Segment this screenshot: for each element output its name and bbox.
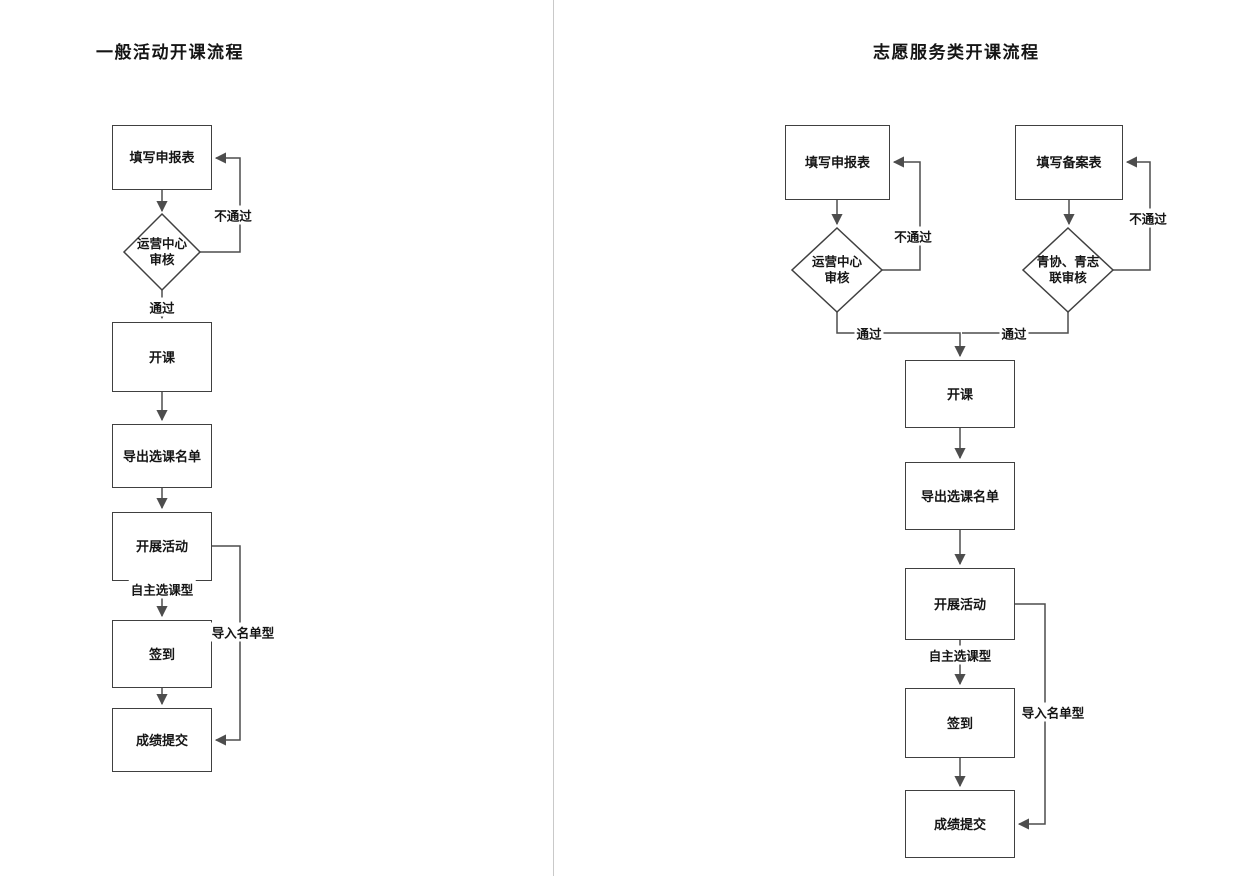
node-left-start-course: 开课 (112, 322, 212, 392)
node-right-fill-record: 填写备案表 (1015, 125, 1123, 200)
edge-left-fail-feedback (200, 152, 241, 253)
edge-label-left-fail: 不通过 (212, 205, 254, 225)
node-right-carry-out: 开展活动 (905, 568, 1015, 640)
node-left-fill-application: 填写申报表 (112, 125, 212, 190)
edge-label-right-fail-right: 不通过 (1127, 208, 1169, 228)
edge-label-right-fail-left: 不通过 (892, 226, 934, 246)
left-flowchart-title: 一般活动开课流程 (96, 43, 244, 62)
edge-right-pass-merge-right (962, 312, 1069, 334)
edge-left-importlist-bypass (212, 545, 241, 746)
edge-label-right-pass-left: 通过 (854, 323, 884, 343)
diamond-right-review-youth (1021, 226, 1115, 314)
edge-right-fail-feedback-left (882, 156, 921, 271)
node-right-review-center-label: 运营中心 审核 (811, 255, 863, 285)
node-right-fill-application: 填写申报表 (785, 125, 890, 200)
node-left-carry-out: 开展活动 (112, 512, 212, 581)
edge-right-pass-merge-left (836, 312, 966, 358)
edge-label-left-pass: 通过 (147, 297, 177, 317)
node-left-review-label: 运营中心 审核 (136, 237, 188, 267)
edge-label-right-pass-right: 通过 (999, 323, 1029, 343)
edge-label-left-self-select: 自主选课型 (128, 579, 196, 599)
node-left-export-list: 导出选课名单 (112, 424, 212, 488)
node-right-sign-in: 签到 (905, 688, 1015, 758)
node-right-review-youth-label: 青协、青志 联审核 (1036, 255, 1100, 285)
edge-label-right-import-list: 导入名单型 (1019, 702, 1087, 722)
edge-label-right-self-select: 自主选课型 (926, 645, 994, 665)
decision-diamonds (122, 212, 1115, 314)
node-right-start-course: 开课 (905, 360, 1015, 428)
diamond-right-review-center (790, 226, 884, 314)
page-divider-line (553, 0, 554, 876)
node-right-export-list: 导出选课名单 (905, 462, 1015, 530)
diamond-left-review (122, 212, 202, 292)
edge-label-left-import-list: 导入名单型 (209, 622, 277, 642)
node-left-sign-in: 签到 (112, 620, 212, 688)
right-flowchart-title: 志愿服务类开课流程 (873, 43, 1040, 62)
node-right-submit-grades: 成绩提交 (905, 790, 1015, 858)
node-left-submit-grades: 成绩提交 (112, 708, 212, 772)
